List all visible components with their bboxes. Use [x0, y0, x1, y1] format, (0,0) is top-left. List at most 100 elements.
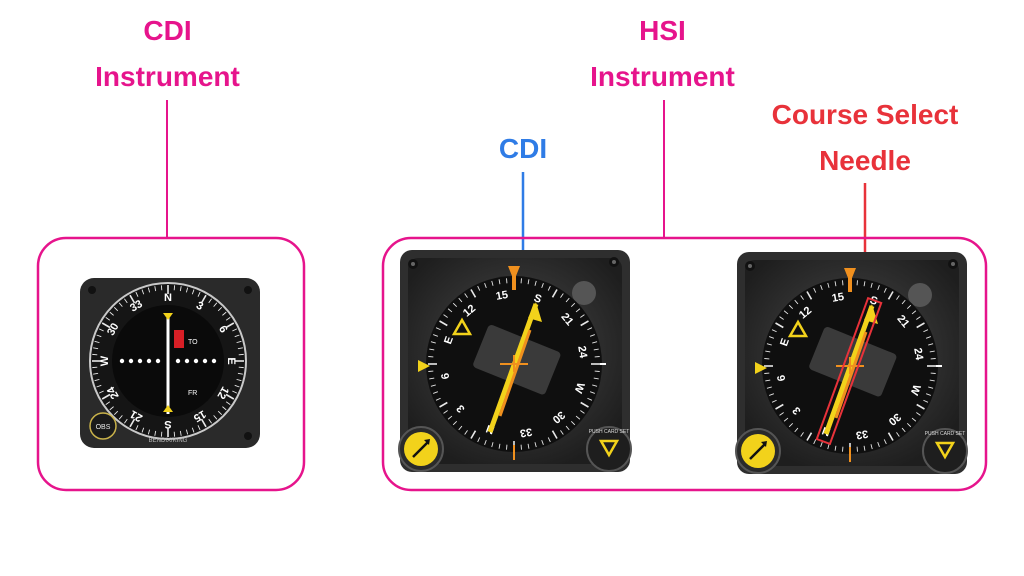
compass-tick: [928, 343, 934, 346]
compass-tick: [820, 285, 823, 291]
compass-tick: [179, 286, 182, 292]
compass-tick: [225, 401, 231, 405]
compass-tick: [794, 299, 799, 305]
compass-tick: [771, 329, 777, 333]
compass-tick: [433, 334, 439, 337]
compass-tick: [783, 310, 789, 315]
compass-tick: [589, 334, 595, 337]
compass-tick: [788, 304, 794, 310]
compass-tick: [928, 386, 934, 389]
hsi1-course-knob[interactable]: [586, 426, 632, 472]
compass-tick: [883, 287, 887, 293]
compass-tick: [477, 285, 481, 291]
cdi-compass-label: 33: [128, 298, 145, 315]
compass-tick: [217, 306, 223, 312]
compass-tick: [779, 316, 784, 320]
compass-tick: [98, 390, 104, 394]
compass-tick: [213, 302, 218, 307]
compass-tick: [527, 279, 530, 285]
compass-tick: [794, 427, 799, 433]
hsi1-heading-bug: [451, 317, 473, 336]
compass-tick: [98, 328, 104, 332]
compass-tick: [827, 282, 830, 288]
course-select-needle-title: Course Select Needle: [745, 92, 985, 184]
compass-tick: [788, 422, 794, 428]
compass-tick: [541, 283, 544, 289]
compass-tick: [217, 410, 223, 416]
compass-tick: [185, 429, 189, 435]
cdi-title-line1: CDI: [143, 15, 192, 46]
compass-tick: [225, 322, 235, 329]
cdi-title-line2: Instrument: [95, 61, 240, 92]
compass-tick: [232, 328, 238, 332]
compass-tick: [775, 403, 784, 410]
compass-tick: [237, 347, 243, 350]
compass-tick: [929, 350, 935, 353]
compass-tick: [124, 418, 128, 424]
compass-tick: [870, 282, 873, 288]
compass-tick: [551, 289, 558, 298]
course-select-line1: Course Select: [771, 99, 959, 130]
compass-tick: [813, 287, 817, 293]
compass-tick: [575, 415, 581, 420]
compass-tick: [141, 289, 145, 295]
compass-tick: [901, 299, 906, 305]
compass-tick: [580, 401, 589, 408]
hsi1-compass-label: S: [532, 292, 543, 306]
compass-tick: [96, 384, 102, 388]
cdi-compass-label: N: [164, 292, 172, 304]
compass-tick: [135, 291, 139, 297]
compass-tick: [484, 283, 487, 289]
compass-tick: [200, 418, 207, 428]
compass-tick: [911, 310, 917, 315]
compass-tick: [592, 341, 598, 344]
hsi-title-line1: HSI: [639, 15, 686, 46]
compass-tick: [547, 437, 551, 443]
compass-tick: [570, 302, 576, 308]
cdi-compass-label: 30: [105, 321, 122, 338]
hsi-title-line2: Instrument: [590, 61, 735, 92]
compass-tick: [94, 340, 100, 344]
compass-tick: [113, 306, 119, 312]
cdi-to-label: TO: [188, 339, 198, 346]
hsi-cdi-label: CDI: [498, 133, 548, 164]
cdi-from-label: FR: [188, 390, 197, 397]
compass-tick: [232, 390, 238, 394]
compass-tick: [887, 432, 894, 441]
compass-tick: [813, 439, 817, 445]
hsi2-compass-label: W: [907, 383, 922, 397]
compass-tick: [101, 322, 111, 329]
compass-tick: [901, 427, 906, 433]
compass-tick: [101, 393, 111, 400]
hsi1-lubber-line: [508, 266, 520, 290]
compass-tick: [222, 311, 227, 316]
compass-tick: [236, 340, 242, 344]
compass-tick: [527, 443, 530, 449]
compass-tick: [896, 295, 900, 300]
compass-tick: [883, 439, 887, 445]
compass-tick: [464, 430, 468, 435]
compass-tick: [191, 289, 195, 295]
hsi-frame: [381, 236, 988, 492]
compass-tick: [547, 285, 551, 291]
hsi2-lubber-line: [844, 268, 856, 292]
compass-tick: [916, 403, 925, 410]
compass-tick: [458, 297, 463, 303]
cdi-obs-knob[interactable]: [89, 412, 117, 440]
compass-tick: [197, 425, 201, 431]
hsi2-compass-label: 33: [855, 427, 869, 441]
compass-tick: [765, 379, 771, 382]
hsi2-course-knob[interactable]: [922, 428, 968, 474]
compass-tick: [439, 401, 448, 408]
compass-tick: [877, 285, 880, 291]
compass-tick: [783, 417, 789, 422]
compass-tick: [863, 281, 866, 287]
compass-tick: [593, 377, 599, 380]
compass-tick: [213, 415, 218, 420]
compass-tick: [765, 350, 771, 353]
compass-tick: [179, 430, 182, 436]
hsi2-compass-label: 15: [831, 291, 845, 305]
compass-tick: [458, 425, 463, 431]
compass-tick: [916, 316, 921, 320]
